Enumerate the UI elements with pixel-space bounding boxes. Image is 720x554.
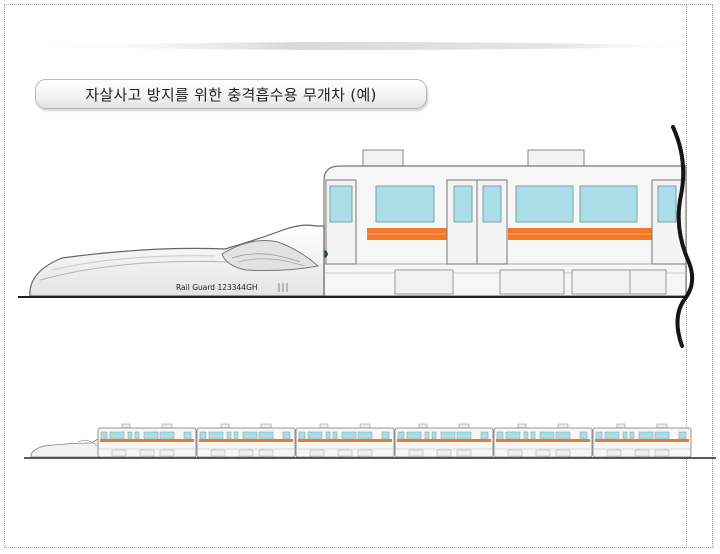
window [453, 185, 473, 223]
roof-unit [362, 149, 404, 167]
title-box: 자살사고 방지를 위한 충격흡수용 무개차 (예) [35, 79, 427, 109]
small-car [493, 423, 593, 458]
car-windows [329, 185, 677, 223]
decorative-swoosh [15, 42, 705, 50]
large-train-view: Rail Guard 123344GH [18, 125, 695, 348]
diagram-title: 자살사고 방지를 위한 충격흡수용 무개차 (예) [85, 85, 377, 104]
buffer-car-slots [278, 283, 288, 292]
window [657, 185, 677, 223]
buffer-car: Rail Guard 123344GH [29, 224, 325, 297]
window [579, 185, 638, 223]
break-line-symbol [671, 125, 695, 348]
small-car [196, 423, 296, 458]
window [375, 185, 435, 223]
underframe [394, 269, 667, 295]
train-consist [97, 423, 692, 458]
roof-unit [527, 149, 585, 167]
orange-stripe [367, 228, 652, 240]
window [329, 185, 353, 223]
window [482, 185, 502, 223]
buffer-car-small [30, 438, 100, 458]
small-car [394, 423, 494, 458]
small-train-view [24, 423, 716, 459]
buffer-car-label: Rail Guard 123344GH [176, 283, 258, 292]
page-frame [4, 4, 713, 548]
small-car [592, 423, 692, 458]
window [515, 185, 574, 223]
small-car [295, 423, 395, 458]
small-car [97, 423, 197, 458]
